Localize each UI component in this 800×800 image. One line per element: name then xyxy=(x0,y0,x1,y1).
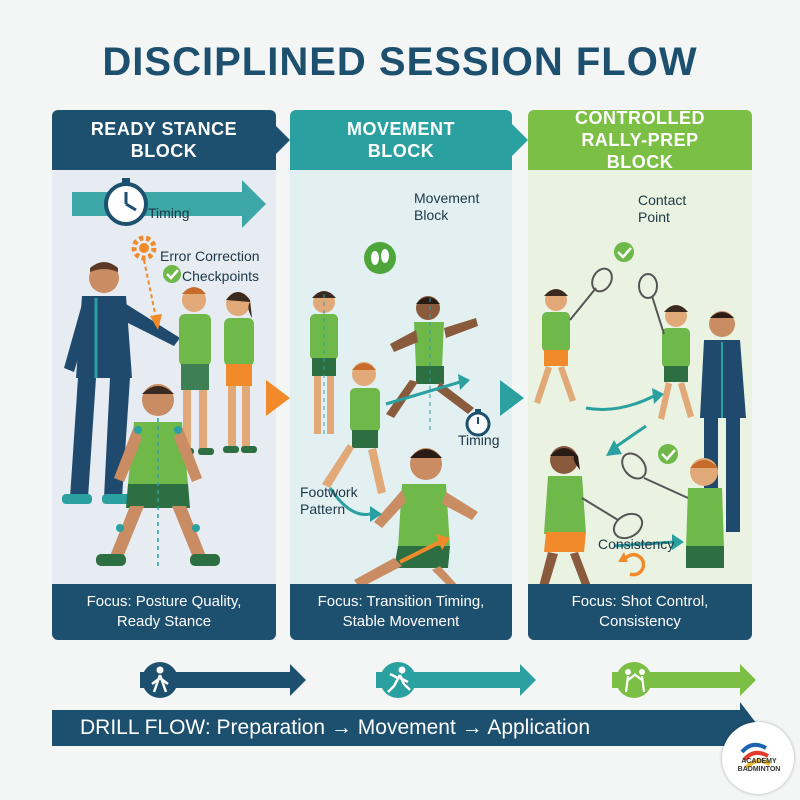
movement-header: MOVEMENT BLOCK xyxy=(290,110,512,170)
student-figure xyxy=(223,292,257,453)
column-arrow xyxy=(266,380,290,416)
refresh-icon xyxy=(618,552,646,577)
academy-logo xyxy=(722,722,794,794)
orange-direction-arrow xyxy=(399,540,441,564)
check-icon xyxy=(163,265,181,283)
logo-mark-icon xyxy=(740,742,771,770)
movement-illustration xyxy=(290,168,512,640)
logo-text: ACADEMY BADMINTON xyxy=(737,758,781,773)
rally-arrow xyxy=(585,394,655,411)
ready-stance-student xyxy=(96,384,220,568)
header-arrow xyxy=(270,120,290,160)
page-title: DISCIPLINED SESSION FLOW xyxy=(102,40,698,84)
movement-arrow xyxy=(385,380,461,406)
rally-prep-focus: Focus: Shot Control, Consistency xyxy=(528,584,752,640)
person-standing-icon xyxy=(142,662,178,698)
progress-segment xyxy=(376,664,536,696)
person-running-icon xyxy=(380,662,416,698)
rally-prep-illustration xyxy=(528,168,752,640)
badminton-players-icon xyxy=(616,662,652,698)
ready-stance-header-label: READY STANCE BLOCK xyxy=(90,119,238,161)
contact-point-label: Contact Point xyxy=(638,192,687,225)
ready-stance-column: READY STANCE BLOCK Timing Error Correcti… xyxy=(52,110,276,640)
movement-block-label: Movement Block xyxy=(414,190,480,223)
student-figure xyxy=(178,287,214,455)
header-arrow xyxy=(508,120,528,160)
pointer-arrow xyxy=(143,259,157,319)
student-figure xyxy=(534,267,613,404)
student-figure xyxy=(310,291,338,436)
ready-stance-header: READY STANCE BLOCK xyxy=(52,110,276,170)
movement-column: MOVEMENT BLOCK Movement Block Timing Foo… xyxy=(290,110,512,640)
rally-prep-header: CONTROLLED RALLY-PREP BLOCK xyxy=(528,110,752,172)
gear-icon xyxy=(131,235,157,261)
checkpoints-label: Checkpoints xyxy=(182,268,260,284)
rally-prep-header-label: CONTROLLED RALLY-PREP BLOCK xyxy=(575,110,705,172)
progress-segment xyxy=(140,664,306,696)
movement-focus: Focus: Transition Timing, Stable Movemen… xyxy=(290,584,512,640)
ready-stance-focus: Focus: Posture Quality, Ready Stance xyxy=(52,584,276,640)
drill-flow-text: DRILL FLOW: Preparation → Movement → App… xyxy=(80,716,591,739)
ready-stance-illustration xyxy=(52,168,276,640)
rally-prep-column: CONTROLLED RALLY-PREP BLOCK Contact Poin… xyxy=(528,110,752,640)
footprints-icon xyxy=(364,242,396,274)
check-icon xyxy=(614,242,634,262)
coach-figure xyxy=(62,262,180,504)
error-correction-label: Error Correction xyxy=(160,248,260,264)
student-figure xyxy=(638,273,694,420)
movement-focus-text: Focus: Transition Timing, Stable Movemen… xyxy=(317,593,485,630)
consistency-label: Consistency xyxy=(598,536,675,552)
rally-prep-focus-text: Focus: Shot Control, Consistency xyxy=(571,593,709,630)
stopwatch-icon xyxy=(465,409,491,437)
stopwatch-icon xyxy=(104,178,148,226)
ready-stance-focus-text: Focus: Posture Quality, Ready Stance xyxy=(86,593,242,630)
footwork-pattern-label: Footwork Pattern xyxy=(300,484,358,517)
running-student xyxy=(354,448,478,588)
check-icon xyxy=(658,444,678,464)
movement-header-label: MOVEMENT BLOCK xyxy=(346,119,455,161)
student-figure xyxy=(322,362,386,494)
drill-flow-bar xyxy=(52,702,760,754)
student-figure xyxy=(621,452,724,568)
column-arrow xyxy=(500,380,524,416)
timing-label: Timing xyxy=(148,205,190,221)
timing-label: Timing xyxy=(458,432,500,448)
